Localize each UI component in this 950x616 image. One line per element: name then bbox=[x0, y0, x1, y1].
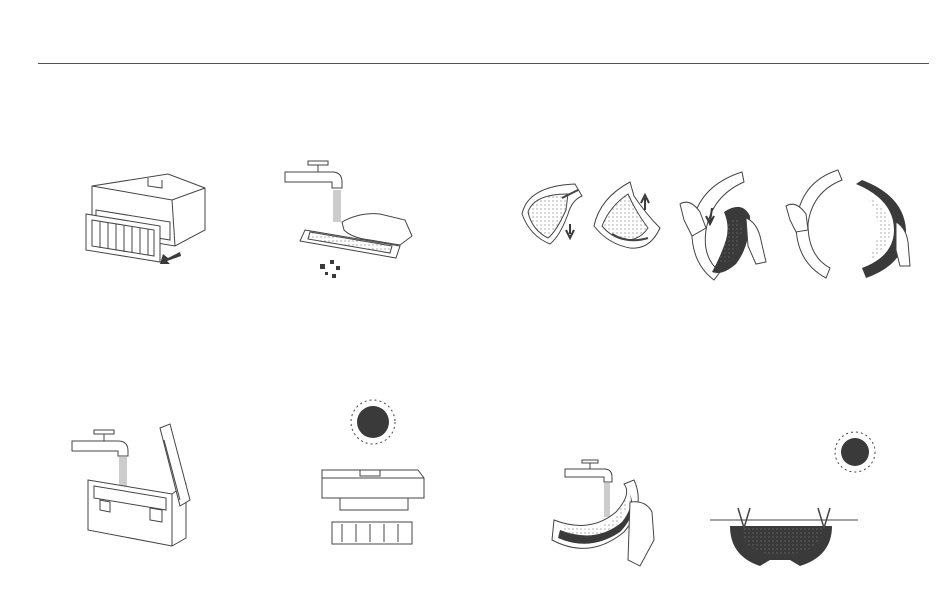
hand-icon bbox=[628, 502, 654, 566]
step-remove-mop-pads bbox=[522, 182, 660, 248]
faucet-icon bbox=[72, 430, 128, 456]
step-dry-dustbin-in-sun bbox=[322, 400, 424, 544]
step-dry-mop-in-sun bbox=[710, 432, 875, 566]
faucet-icon bbox=[285, 161, 342, 188]
dirt-particles-icon bbox=[320, 260, 340, 278]
sun-icon bbox=[835, 432, 875, 472]
faucet-icon bbox=[565, 460, 612, 482]
step-rinse-mop bbox=[552, 460, 654, 566]
step-rinse-dustbin bbox=[72, 424, 190, 546]
clothespin-icon bbox=[818, 508, 830, 528]
step-remove-filter bbox=[86, 174, 205, 264]
step-rinse-filter bbox=[285, 161, 412, 278]
arrow-icon bbox=[566, 224, 574, 238]
step-attach-mop-pad bbox=[786, 170, 910, 278]
sun-icon bbox=[351, 400, 395, 444]
arrow-icon bbox=[160, 252, 181, 264]
clothespin-icon bbox=[738, 508, 750, 528]
step-detach-mop-pad bbox=[680, 172, 766, 280]
